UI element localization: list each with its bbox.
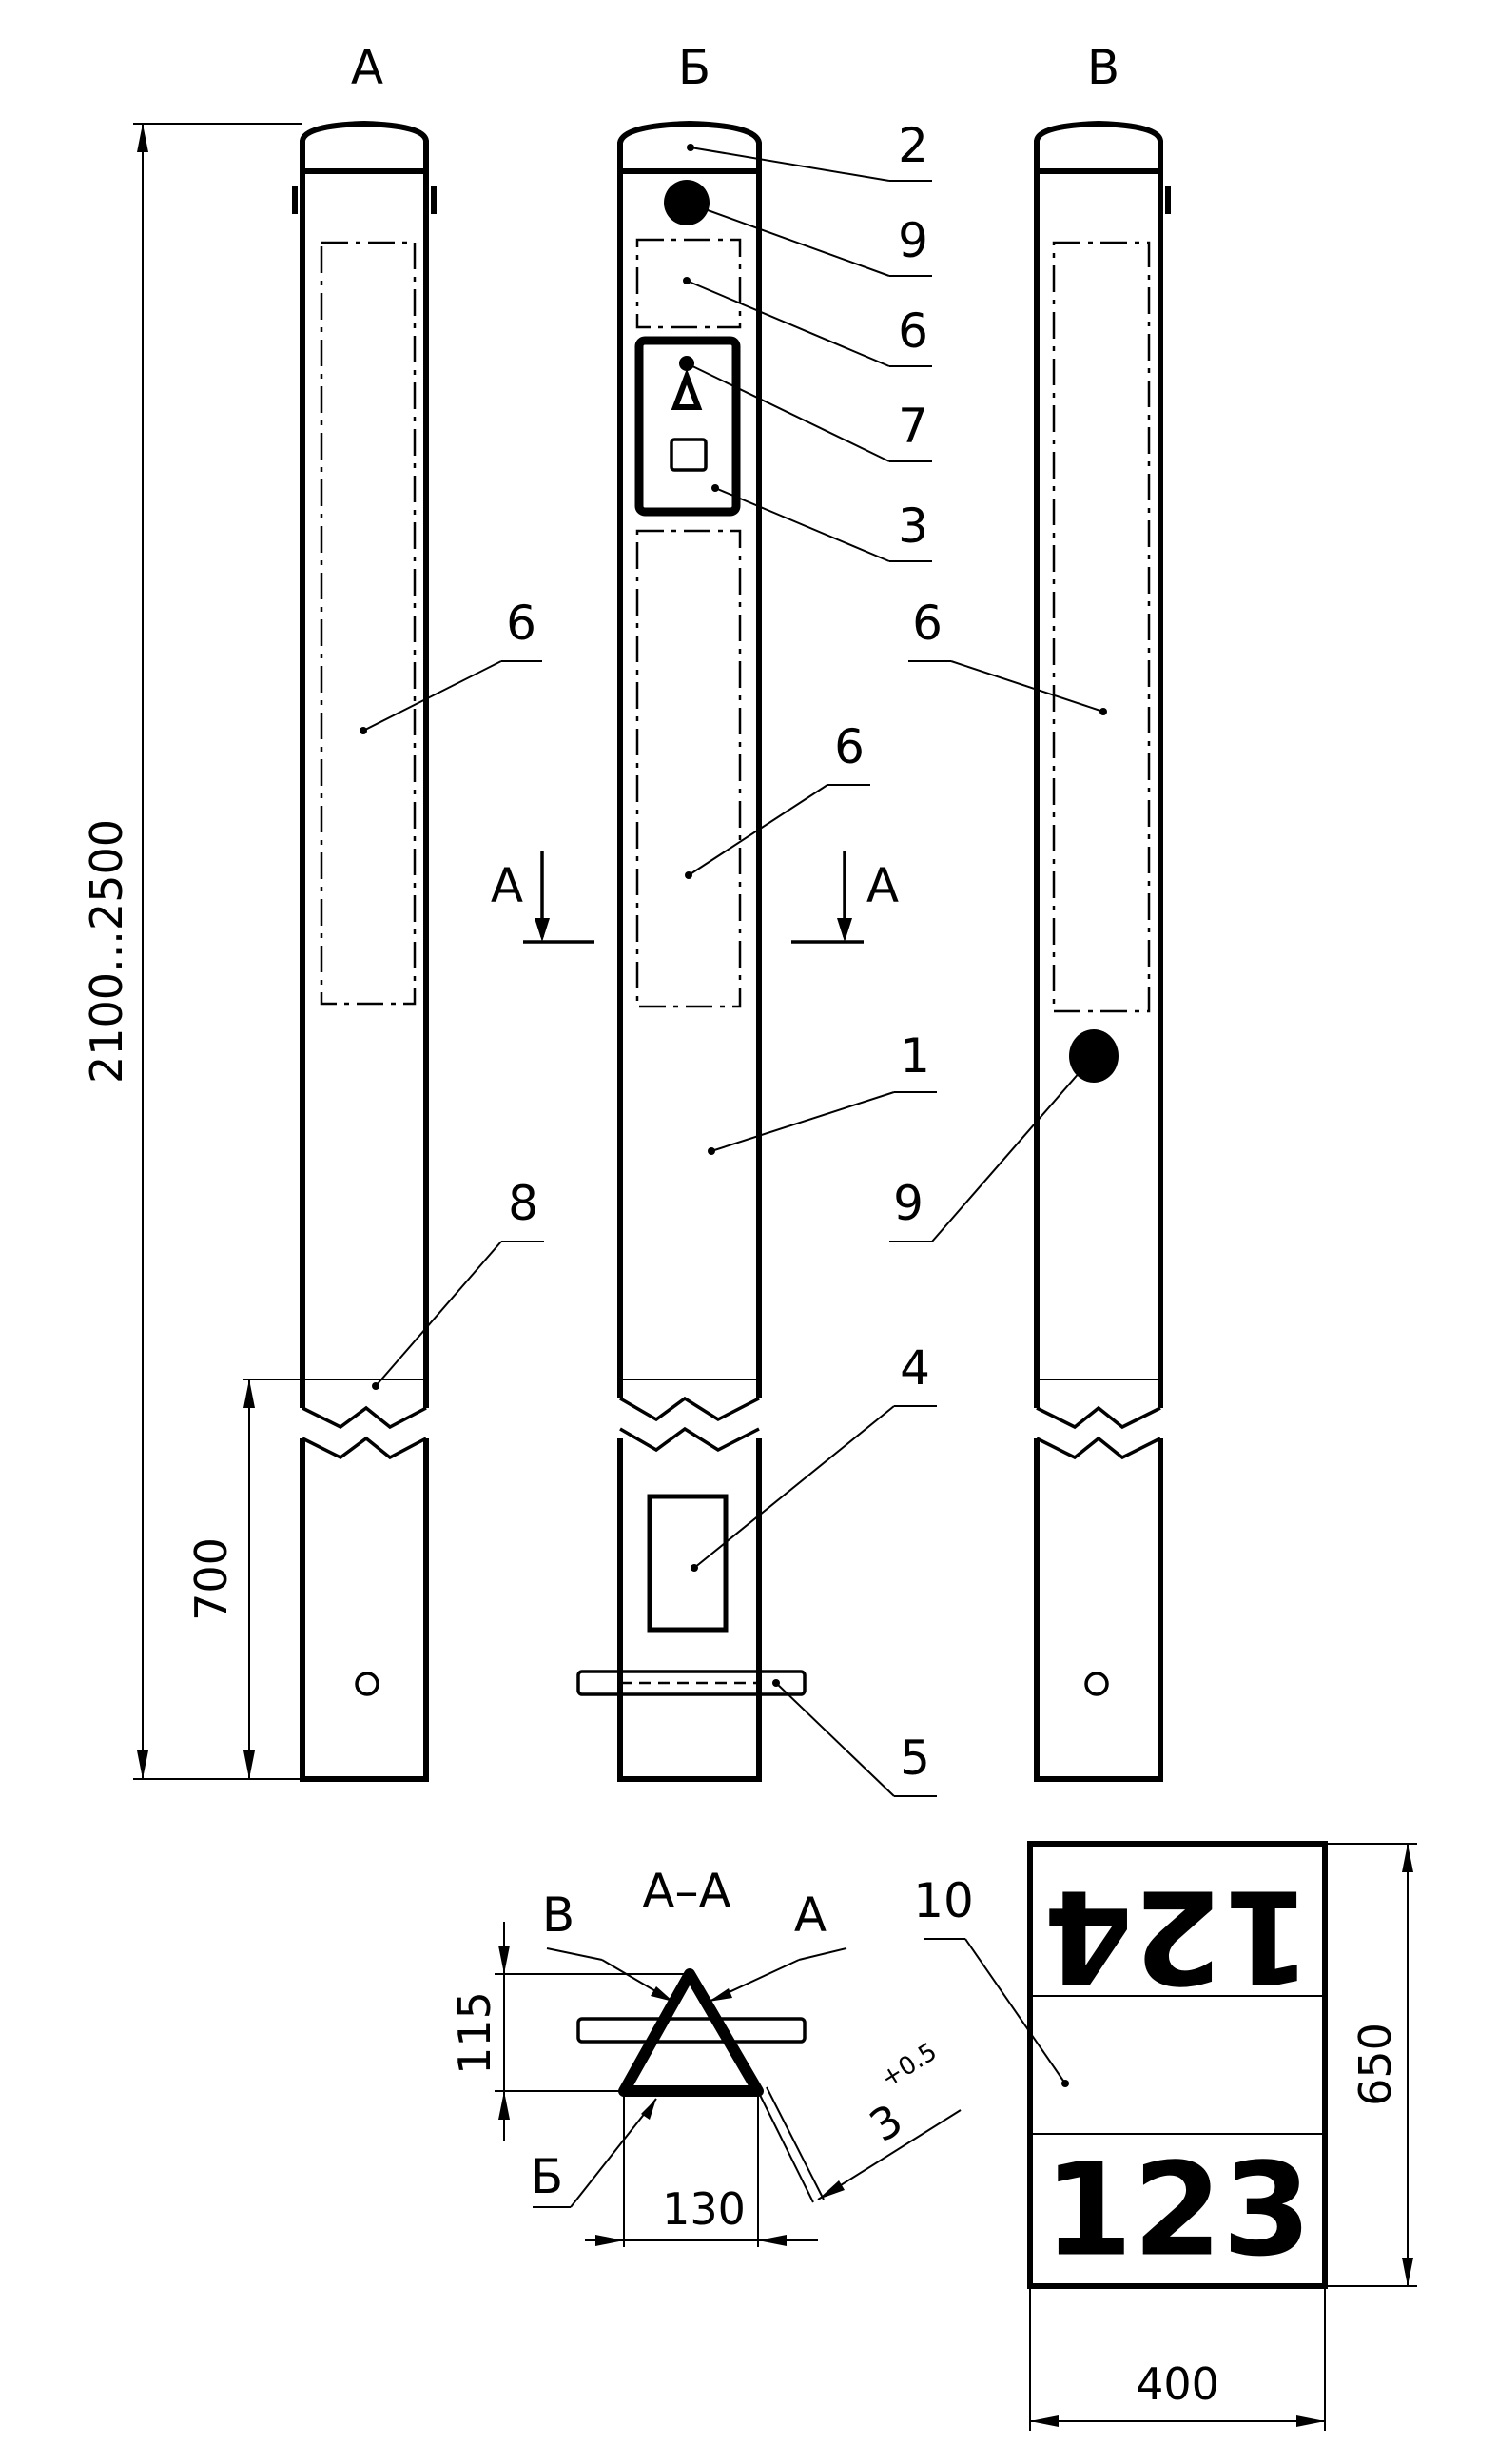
reflector-panel-b-small <box>635 238 742 329</box>
callout-7: 7 <box>898 399 928 454</box>
section-label-bottom: Б <box>531 2149 563 2204</box>
thickness-label: 3 <box>861 2094 911 2152</box>
post-a-cap <box>300 120 429 174</box>
post-a-lower <box>300 1438 429 1782</box>
post-a-outline <box>300 171 429 1408</box>
plate-number-top: 124 <box>1043 1862 1312 2011</box>
lower-part-label: 700 <box>185 1537 237 1621</box>
callout-6-top: 6 <box>898 303 928 359</box>
section-cut-marks <box>523 851 864 944</box>
thickness-tolerance: +0.5 <box>876 2038 942 2094</box>
pedestrian-sign <box>634 336 741 517</box>
reflector-panel-a <box>320 241 417 1006</box>
plate-height-label: 650 <box>1350 2023 1401 2106</box>
section-label-b: В <box>542 1887 574 1943</box>
callout-2: 2 <box>898 118 928 173</box>
section-mark-left: А <box>491 858 523 913</box>
plate-border <box>1027 1841 1328 2289</box>
view-b-post <box>576 120 807 1782</box>
view-c-post <box>1034 120 1171 1782</box>
number-plate <box>1027 1841 1417 2431</box>
callout-3: 3 <box>898 499 928 554</box>
reflector-panel-b-large <box>635 529 742 1008</box>
callout-8: 8 <box>508 1176 538 1231</box>
view-a-post <box>292 120 437 1782</box>
view-label-c: В <box>1087 40 1119 95</box>
break-line-c-top <box>1036 1405 1161 1430</box>
section-height-label: 115 <box>449 1991 500 2075</box>
section-width-label: 130 <box>662 2183 746 2235</box>
section-triangle <box>618 1968 764 2097</box>
cross-section <box>495 1922 962 2247</box>
plate-width-label: 400 <box>1136 2358 1219 2410</box>
section-title: А–А <box>642 1864 730 1919</box>
reflector-panel-c <box>1052 241 1151 1013</box>
break-line-b-top <box>619 1396 760 1422</box>
callout-6-mid: 6 <box>834 719 865 774</box>
anchor-bar <box>576 1670 807 1696</box>
pedestrian-body <box>671 368 703 410</box>
post-c-cap <box>1034 120 1163 174</box>
leader-dots <box>360 144 1107 2087</box>
callout-4: 4 <box>900 1340 930 1396</box>
mount-hole-c <box>1084 1672 1109 1696</box>
post-a-cap-edge <box>292 186 437 214</box>
view-label-a: А <box>351 40 383 95</box>
callout-9-top: 9 <box>898 213 928 268</box>
post-b-outline <box>617 171 762 1398</box>
overall-height-dimension <box>133 123 302 1780</box>
post-c-lower <box>1034 1438 1163 1782</box>
callout-10: 10 <box>913 1873 974 1928</box>
post-b-lower <box>617 1438 762 1782</box>
section-bar <box>576 2017 807 2044</box>
callout-5: 5 <box>900 1731 930 1786</box>
sign-button <box>670 438 708 472</box>
callout-1: 1 <box>900 1028 930 1084</box>
post-c-outline <box>1034 171 1163 1408</box>
section-label-a: А <box>794 1887 827 1943</box>
callout-6-left: 6 <box>506 596 536 651</box>
callout-6-right: 6 <box>912 596 943 651</box>
door-hatch <box>647 1494 729 1633</box>
callout-9-right: 9 <box>893 1176 924 1231</box>
mount-hole-a <box>355 1672 379 1696</box>
break-line-c-bottom <box>1036 1436 1161 1460</box>
break-line-b-bottom <box>619 1426 760 1453</box>
overall-height-label: 2100...2500 <box>81 819 132 1084</box>
break-line-a-top <box>302 1405 427 1430</box>
post-b-cap <box>617 120 762 174</box>
plate-number-bottom: 123 <box>1043 2136 1312 2285</box>
leader-lines <box>362 147 1104 2084</box>
view-label-b: Б <box>678 40 710 95</box>
section-mark-right: А <box>866 858 899 913</box>
break-line-a-bottom <box>302 1436 427 1460</box>
lower-part-dimension <box>243 1379 302 1779</box>
